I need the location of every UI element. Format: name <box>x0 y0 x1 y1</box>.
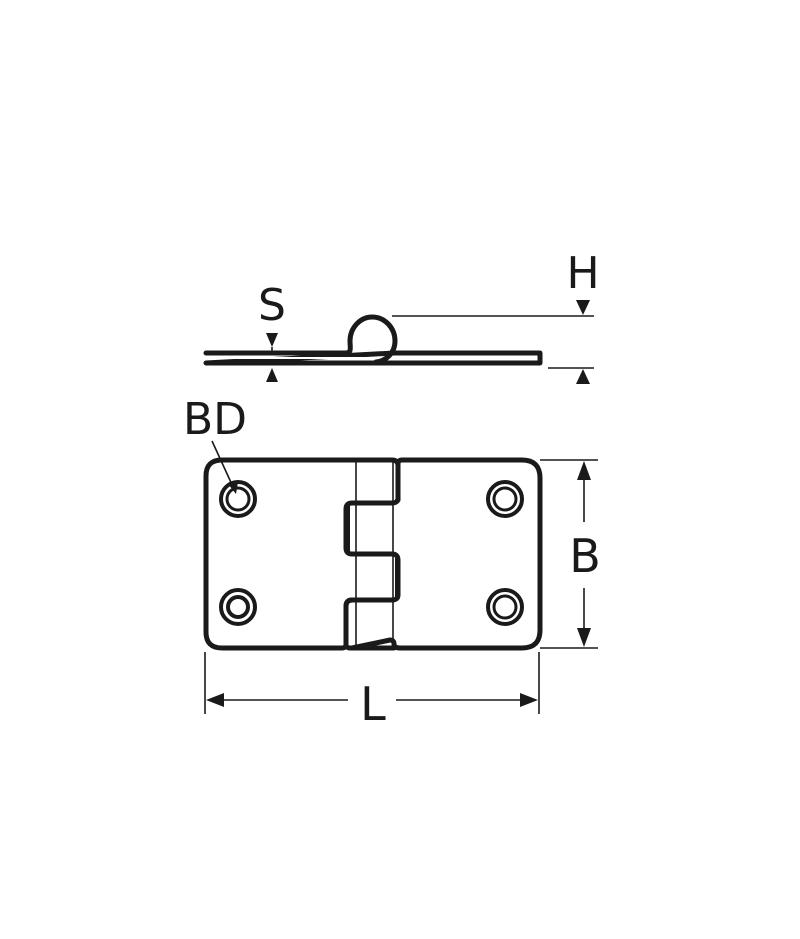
arrow-up-icon <box>266 368 278 382</box>
right-leaf <box>349 457 543 651</box>
side-view-leaf <box>203 350 543 366</box>
arrow-up-icon <box>577 461 591 480</box>
arrow-down-icon <box>577 628 591 647</box>
top-view: BD B L <box>183 394 601 731</box>
arrow-up-icon <box>576 369 590 384</box>
bolt-hole <box>486 480 524 518</box>
label-l: L <box>360 677 386 731</box>
bolt-hole <box>219 588 257 626</box>
bolt-hole <box>486 588 524 626</box>
bolt-hole <box>219 480 257 518</box>
dimension-bd: BD <box>183 394 247 494</box>
arrow-left-icon <box>206 693 224 707</box>
arrow-right-icon <box>520 693 538 707</box>
dimension-h: H <box>392 248 600 384</box>
hinge-knuckles <box>337 457 401 651</box>
label-b: B <box>569 529 601 583</box>
bolt-holes <box>219 480 524 626</box>
arrow-icon <box>228 482 238 494</box>
arrow-down-icon <box>576 300 590 315</box>
side-view: S H <box>203 248 600 384</box>
label-bd: BD <box>183 394 247 445</box>
arrow-down-icon <box>266 333 278 347</box>
dimension-s: S <box>258 280 286 382</box>
dimension-b: B <box>540 459 601 649</box>
dimension-l: L <box>204 652 540 731</box>
label-h: H <box>566 248 599 299</box>
label-s: S <box>258 280 286 331</box>
side-view-knuckle <box>343 314 398 365</box>
